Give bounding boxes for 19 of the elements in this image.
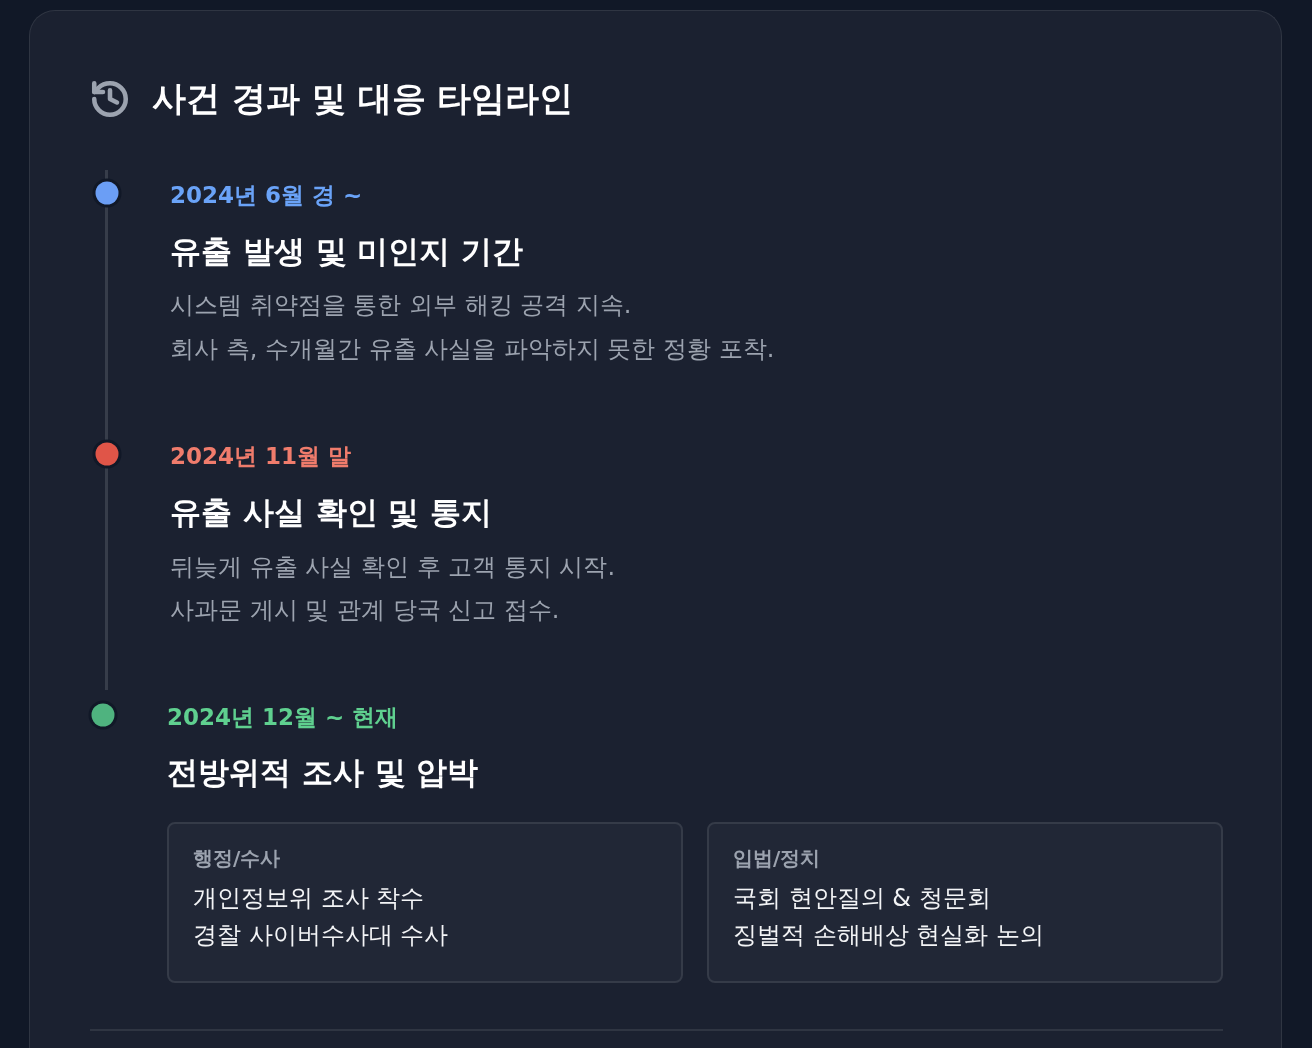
- entry-description: 시스템 취약점을 통한 외부 해킹 공격 지속.: [170, 290, 632, 320]
- card-item: 개인정보위 조사 착수: [193, 883, 425, 914]
- category-card: [167, 822, 683, 983]
- title: 사건 경과 및 대응 타임라인: [152, 78, 574, 119]
- entry-description: 뒤늦게 유출 사실 확인 후 고객 통지 시작.: [170, 552, 616, 582]
- entry-heading: 유출 발생 및 미인지 기간: [170, 233, 524, 271]
- entry-heading: 전방위적 조사 및 압박: [167, 754, 479, 792]
- date-label: 2024년 6월 경 ~: [170, 182, 363, 210]
- entry-heading: 유출 사실 확인 및 통지: [170, 494, 493, 532]
- card-heading: 행정/수사: [193, 846, 281, 870]
- card-heading: 입법/정치: [733, 846, 821, 870]
- date-label: 2024년 11월 말: [170, 443, 352, 471]
- card-item: 국회 현안질의 & 청문회: [733, 883, 991, 914]
- category-card: [707, 822, 1223, 983]
- date-label: 2024년 12월 ~ 현재: [167, 704, 399, 732]
- card-item: 경찰 사이버수사대 수사: [193, 920, 449, 952]
- entry-description: 사과문 게시 및 관계 당국 신고 접수.: [170, 595, 560, 625]
- card-item: 징벌적 손해배상 현실화 논의: [733, 920, 1044, 952]
- entry-description: 회사 측, 수개월간 유출 사실을 파악하지 못한 정황 포착.: [170, 334, 775, 364]
